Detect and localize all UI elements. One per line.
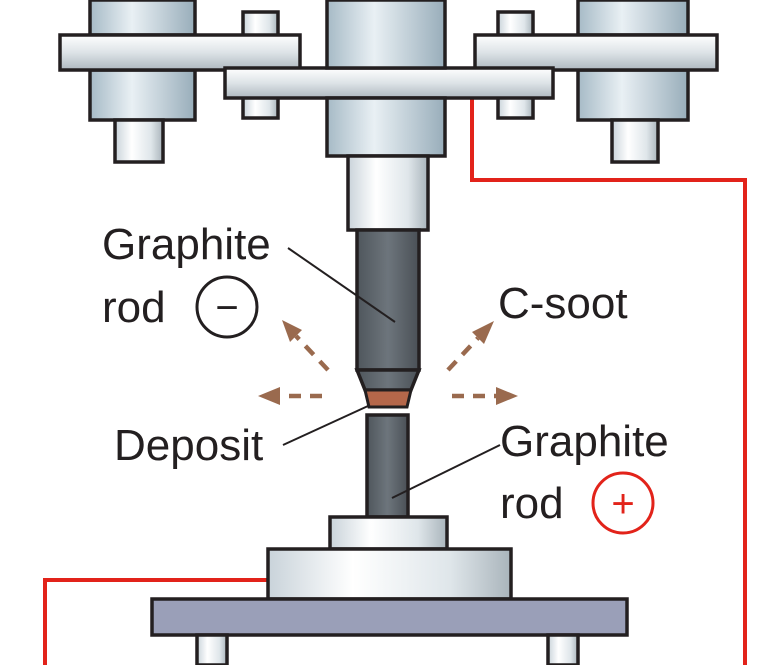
plus-symbol-circle: [591, 471, 655, 535]
plus-symbol: +: [611, 482, 634, 526]
label-graphite-rod-top-line1: Graphite: [102, 220, 271, 269]
soot-arrow-upper-right: [446, 336, 480, 372]
leader-graphite-rod-bottom: [391, 444, 501, 499]
soot-arrow-upper-left: [294, 334, 330, 372]
label-graphite-rod-bottom-line1: Graphite: [500, 417, 669, 466]
deposit-layer: [363, 388, 413, 409]
soot-arrows: [278, 334, 496, 399]
wire-top: [470, 98, 747, 665]
leader-graphite-rod-top: [287, 247, 396, 323]
graphite-rod-top: [354, 228, 422, 392]
top-holder-assembly: [58, 0, 719, 232]
soot-arrowheads: [258, 320, 518, 405]
wire-bottom: [43, 578, 268, 665]
leader-lines: [282, 247, 501, 499]
label-graphite-rod-top-line2: rod: [102, 283, 166, 332]
leader-deposit: [282, 405, 369, 446]
bottom-holder-assembly: [150, 515, 629, 665]
label-graphite-rod-bottom-line2: rod: [500, 479, 564, 528]
minus-symbol: −: [215, 286, 238, 330]
minus-symbol-circle: [195, 275, 259, 339]
label-deposit: Deposit: [114, 421, 263, 470]
label-c-soot: C-soot: [498, 279, 628, 328]
graphite-rod-bottom: [365, 413, 410, 519]
